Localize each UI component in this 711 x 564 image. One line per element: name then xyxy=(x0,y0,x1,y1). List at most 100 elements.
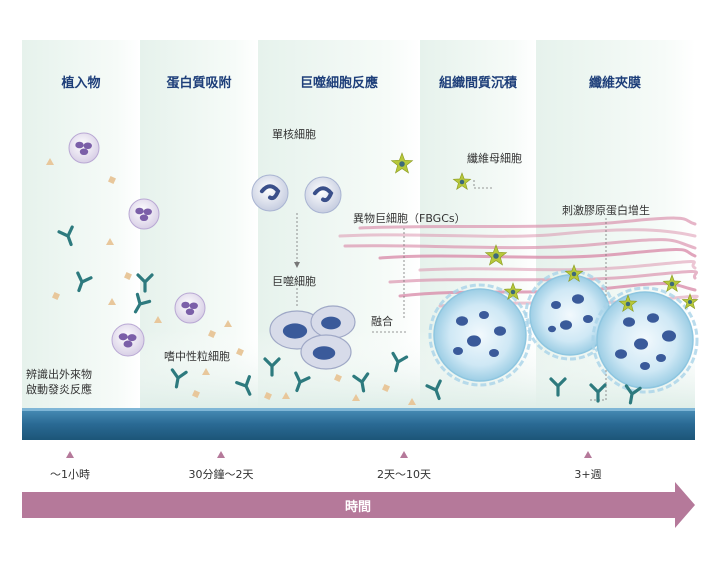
fibroblast-nucleus xyxy=(688,300,692,304)
cell-nucleus xyxy=(282,323,308,339)
stage-title-capsule: 纖維夾膜 xyxy=(588,76,642,91)
antibodies xyxy=(57,225,642,405)
label-neutrophil: 嗜中性粒細胞 xyxy=(164,350,230,363)
protein-particle xyxy=(52,292,60,300)
tick-1 xyxy=(66,451,74,458)
protein-particle xyxy=(108,176,116,184)
cell-nucleus xyxy=(259,184,281,201)
cell-nucleus xyxy=(640,362,650,370)
implant-substrate xyxy=(22,408,695,440)
cell-nucleus xyxy=(489,349,499,357)
tick-2 xyxy=(217,451,225,458)
cell-body xyxy=(111,323,145,357)
fibroblast-cell xyxy=(564,264,584,282)
collagen-fiber xyxy=(343,238,697,250)
cell-nucleus xyxy=(572,294,584,304)
tick-label-3: 2天～10天 xyxy=(377,468,431,481)
fibroblast-nucleus xyxy=(493,253,499,259)
cell-body xyxy=(304,176,342,214)
cell-nucleus-lobe xyxy=(127,334,137,342)
protein-particle xyxy=(208,330,216,338)
protein-particle xyxy=(382,384,390,392)
cell-nucleus xyxy=(656,354,666,362)
cell-nucleus-lobe xyxy=(139,214,149,222)
particles xyxy=(46,158,416,405)
fibroblast-cell xyxy=(618,294,638,312)
label-fibroblast: 纖維母細胞 xyxy=(467,152,522,165)
macrophage-cell xyxy=(310,305,356,339)
connector-fibroblast xyxy=(473,180,492,189)
collagen-fiber xyxy=(418,260,697,272)
cell-body xyxy=(433,288,527,382)
antibody-shape xyxy=(391,351,409,373)
fbgc-cell xyxy=(428,283,532,387)
neutrophil-cell xyxy=(128,198,160,230)
cell-membrane xyxy=(591,286,699,394)
fibroblast-nucleus xyxy=(669,281,675,287)
antibody xyxy=(133,292,152,314)
cell-nucleus-lobe xyxy=(75,141,84,149)
cell-nucleus-lobe xyxy=(135,207,144,215)
cell-body xyxy=(251,174,289,212)
protein-particle xyxy=(408,398,416,405)
protein-particle xyxy=(334,374,342,382)
antibody xyxy=(352,372,370,393)
fibroblast-nucleus xyxy=(510,289,516,295)
cell-body xyxy=(174,292,206,324)
cell-nucleus-lobe xyxy=(118,333,128,341)
fibroblast-cell xyxy=(390,152,414,174)
antibody-shape xyxy=(170,368,188,389)
time-arrow xyxy=(22,482,695,528)
tick-3 xyxy=(400,451,408,458)
stage-title-protein: 蛋白質吸附 xyxy=(166,76,232,91)
antibody-shape xyxy=(425,379,442,401)
protein-particle xyxy=(282,392,290,399)
label-collagen: 刺激膠原蛋白增生 xyxy=(562,204,650,217)
cells xyxy=(68,132,699,394)
antibody-shape xyxy=(294,371,311,393)
connectors xyxy=(294,180,607,401)
antibody xyxy=(425,379,442,401)
cell-nucleus xyxy=(647,313,659,323)
macrophage-cell xyxy=(300,334,352,370)
antibody-shape xyxy=(235,375,252,396)
cell-nucleus-lobe xyxy=(189,302,198,310)
antibody xyxy=(294,371,311,393)
cell-body xyxy=(128,198,160,230)
antibody-shape xyxy=(263,357,281,377)
collagen-fiber xyxy=(378,248,697,260)
tick-label-4: 3+週 xyxy=(574,468,602,481)
cell-nucleus-lobe xyxy=(123,340,133,348)
tick-label-1: ～1小時 xyxy=(50,468,90,481)
connector-arrowhead xyxy=(294,262,300,268)
cell-nucleus xyxy=(548,325,556,333)
implant-substrate-highlight xyxy=(22,408,695,411)
fibroblast-cell xyxy=(452,172,472,190)
antibody xyxy=(57,225,74,247)
fibroblast-cell xyxy=(503,282,523,300)
antibody-shape xyxy=(57,225,74,247)
neutrophil-cell xyxy=(174,292,206,324)
antibody xyxy=(391,351,409,373)
antibody-shape xyxy=(76,271,93,293)
neutrophil-cell xyxy=(68,132,100,164)
antibody-shape xyxy=(136,273,154,293)
protein-particle xyxy=(202,368,210,375)
cell-body xyxy=(68,132,100,164)
cell-nucleus xyxy=(615,349,627,359)
cell-nucleus xyxy=(494,326,506,336)
antibody xyxy=(76,271,93,293)
antibody xyxy=(589,383,607,403)
antibody xyxy=(263,357,281,377)
cell-nucleus xyxy=(583,315,593,323)
stage-title-matrix: 組織間質沉積 xyxy=(438,76,518,91)
fbgc-cell xyxy=(591,286,699,394)
tick-label-2: 30分鐘～2天 xyxy=(188,468,254,481)
protein-particle xyxy=(236,348,244,356)
cell-nucleus xyxy=(551,301,561,309)
antibody xyxy=(170,368,188,389)
time-axis-label: 時間 xyxy=(344,500,372,515)
connector-collagen xyxy=(590,218,607,401)
